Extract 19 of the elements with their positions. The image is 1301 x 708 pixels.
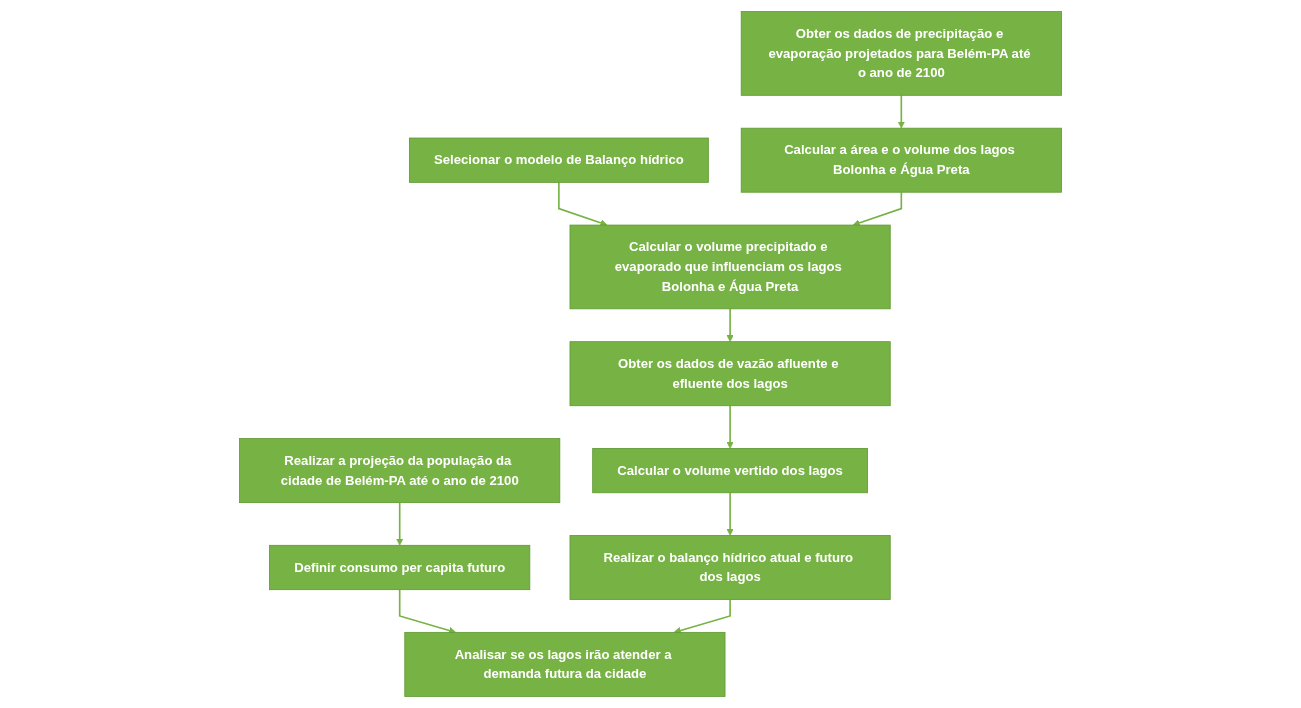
node-box: Analisar se os lagos irão atender a demanda futura da cidade [404, 631, 726, 697]
node-box: Obter os dados de precipitação e evaporação projetados para Belém-PA até o ano de 2100 [740, 11, 1062, 96]
node-box: Definir consumo per capita futuro [269, 544, 531, 591]
arrow [726, 404, 734, 449]
arrow [398, 588, 456, 634]
node-box: Selecionar o modelo de Balanço hídrico [408, 137, 709, 183]
node-box: Obter os dados de vazão afluente e efluente dos lagos [569, 341, 891, 407]
arrow [726, 308, 734, 342]
node-box: Calcular o volume precipitado e evaporado que influenciam os lagos Bolonha e Água Preta [569, 224, 891, 310]
arrow [396, 501, 404, 546]
arrow [558, 181, 608, 227]
node-box: Calcular o volume vertido dos lagos [592, 448, 868, 494]
node-box: Calcular a área e o volume dos lagos Bolonha e Água Preta [740, 127, 1062, 193]
arrow [852, 191, 903, 227]
node-box: Realizar o balanço hídrico atual e futuro dos lagos [569, 535, 891, 600]
arrow [673, 598, 731, 634]
node-box: Realizar a projeção da população da cidade de Belém-PA até o ano de 2100 [239, 438, 561, 504]
arrow [897, 94, 905, 129]
arrow [726, 491, 734, 536]
